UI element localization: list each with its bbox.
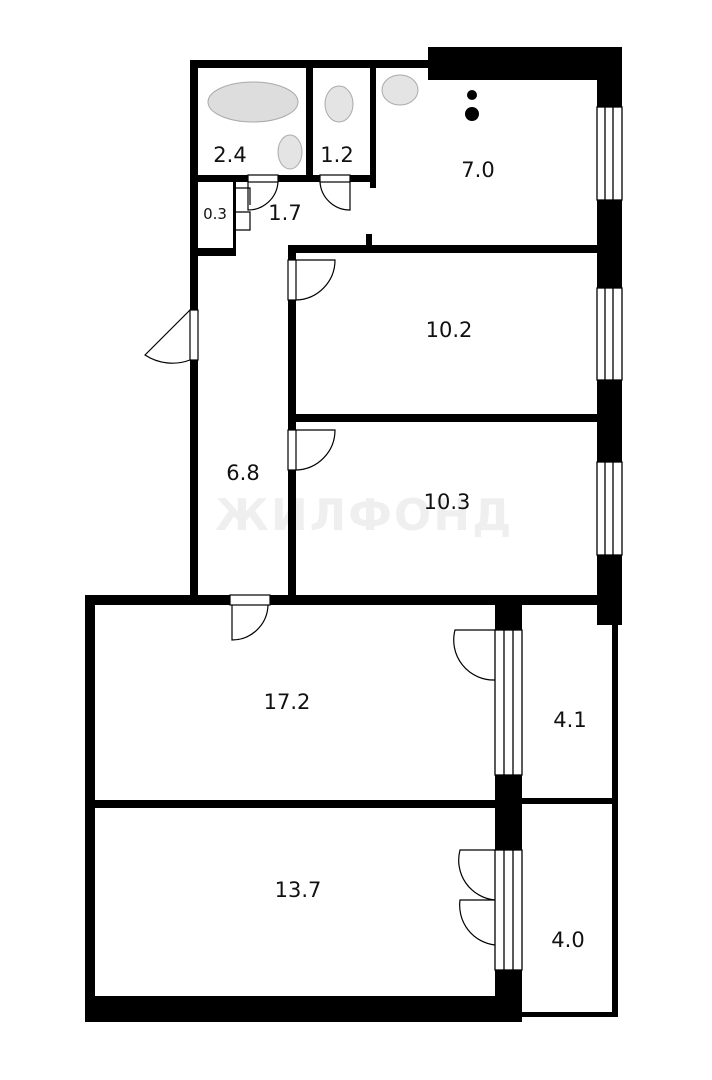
bathtub-icon	[207, 81, 299, 123]
room-area-label: 1.7	[268, 201, 302, 225]
room-area-label: 4.1	[553, 708, 587, 732]
room-area-label: 7.0	[461, 158, 495, 182]
room-area-label: 6.8	[226, 461, 260, 485]
walls	[85, 47, 622, 1022]
room-area-label: 13.7	[274, 878, 322, 902]
room-area-label: 1.2	[320, 143, 354, 167]
watermark: ЖИЛФОНД	[215, 490, 514, 541]
windows	[494, 106, 623, 971]
room-area-label: 10.3	[423, 490, 471, 514]
doors	[144, 174, 496, 946]
stove-icon	[465, 90, 479, 121]
room-area-label: 0.3	[203, 205, 227, 223]
room-area-label: 10.2	[425, 318, 473, 342]
toilet-icon	[324, 85, 354, 123]
room-area-label: 2.4	[213, 143, 247, 167]
sink-icon	[277, 134, 303, 170]
fixtures	[207, 74, 479, 170]
kitchen-sink-icon	[381, 74, 419, 106]
room-area-label: 4.0	[551, 928, 585, 952]
room-area-label: 17.2	[263, 690, 311, 714]
